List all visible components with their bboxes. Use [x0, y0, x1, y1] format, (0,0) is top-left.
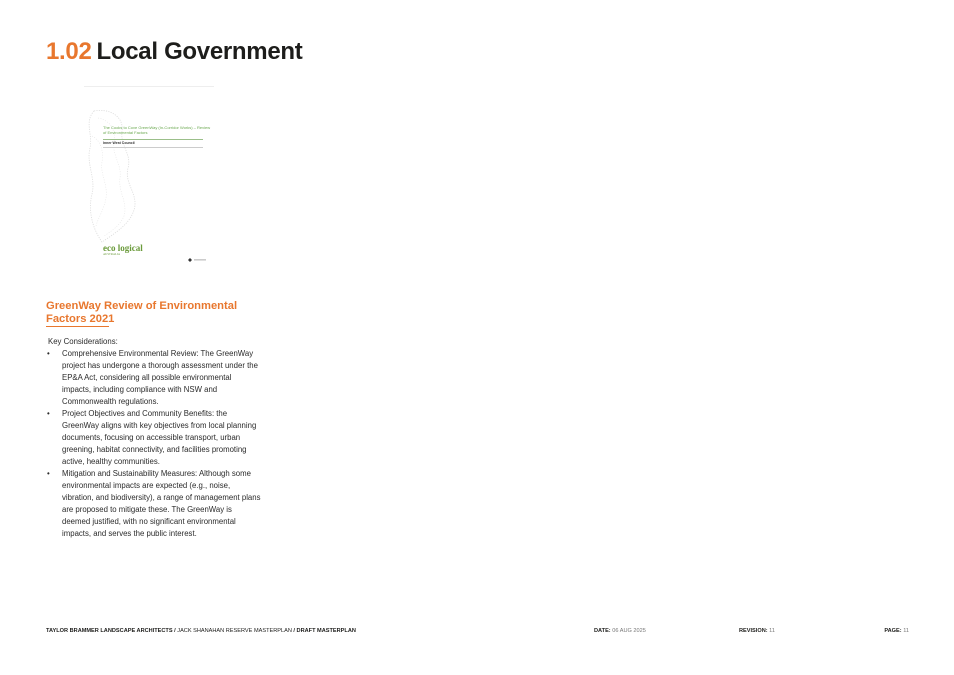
footer-page: PAGE: 11: [884, 628, 909, 634]
section-number: 1.02: [46, 38, 92, 65]
footer-project: JACK SHANAHAN RESERVE MASTERPLAN: [177, 628, 292, 634]
cover-title: The Cooks to Cove GreenWay (In-Corridor …: [103, 125, 211, 135]
list-item-text: Mitigation and Sustainability Measures: …: [62, 469, 261, 538]
eco-logical-logo: eco logical AUSTRALIA: [103, 243, 143, 257]
page-footer: TAYLOR BRAMMER LANDSCAPE ARCHITECTS / JA…: [46, 628, 909, 638]
considerations-list: • Comprehensive Environmental Review: Th…: [46, 348, 261, 540]
section-title: Local Government: [96, 38, 303, 65]
cover-title-rule: [103, 139, 203, 140]
footer-revision-label: REVISION:: [739, 628, 768, 634]
bullet-icon: •: [47, 469, 50, 478]
intro-text: Key Considerations:: [48, 337, 118, 346]
footer-page-value: 11: [903, 628, 909, 634]
footer-company: TAYLOR BRAMMER LANDSCAPE ARCHITECTS: [46, 628, 173, 634]
list-item: • Mitigation and Sustainability Measures…: [46, 468, 261, 540]
cover-top-rule: [84, 86, 214, 87]
footer-revision-value: 11: [769, 628, 775, 634]
footer-date-value: 06 AUG 2025: [612, 628, 646, 634]
council-logo-icon: [187, 257, 207, 264]
cover-map-illustration: [88, 109, 136, 243]
document-cover-thumbnail: The Cooks to Cove GreenWay (In-Corridor …: [84, 86, 214, 266]
bullet-icon: •: [47, 409, 50, 418]
footer-separator: /: [172, 628, 178, 634]
footer-separator: /: [291, 628, 297, 634]
eco-logical-logo-subtext: AUSTRALIA: [103, 252, 120, 256]
section-heading-underline: [46, 326, 109, 327]
eco-logical-logo-text: eco logical: [103, 243, 143, 253]
footer-page-label: PAGE:: [884, 628, 902, 634]
list-item: • Comprehensive Environmental Review: Th…: [46, 348, 261, 408]
footer-date-label: DATE:: [594, 628, 611, 634]
list-item-text: Comprehensive Environmental Review: The …: [62, 349, 258, 406]
list-item-text: Project Objectives and Community Benefit…: [62, 409, 257, 466]
bullet-icon: •: [47, 349, 50, 358]
footer-document: DRAFT MASTERPLAN: [296, 628, 356, 634]
footer-revision: REVISION: 11: [739, 628, 775, 634]
footer-project-info: TAYLOR BRAMMER LANDSCAPE ARCHITECTS / JA…: [46, 628, 356, 634]
section-heading: GreenWay Review of Environmental Factors…: [46, 300, 238, 325]
list-item: • Project Objectives and Community Benef…: [46, 408, 261, 468]
footer-date: DATE: 06 AUG 2025: [594, 628, 646, 634]
body-text: Key Considerations: • Comprehensive Envi…: [46, 336, 261, 540]
cover-council: Inner West Council: [103, 141, 135, 145]
cover-council-rule: [103, 147, 203, 148]
